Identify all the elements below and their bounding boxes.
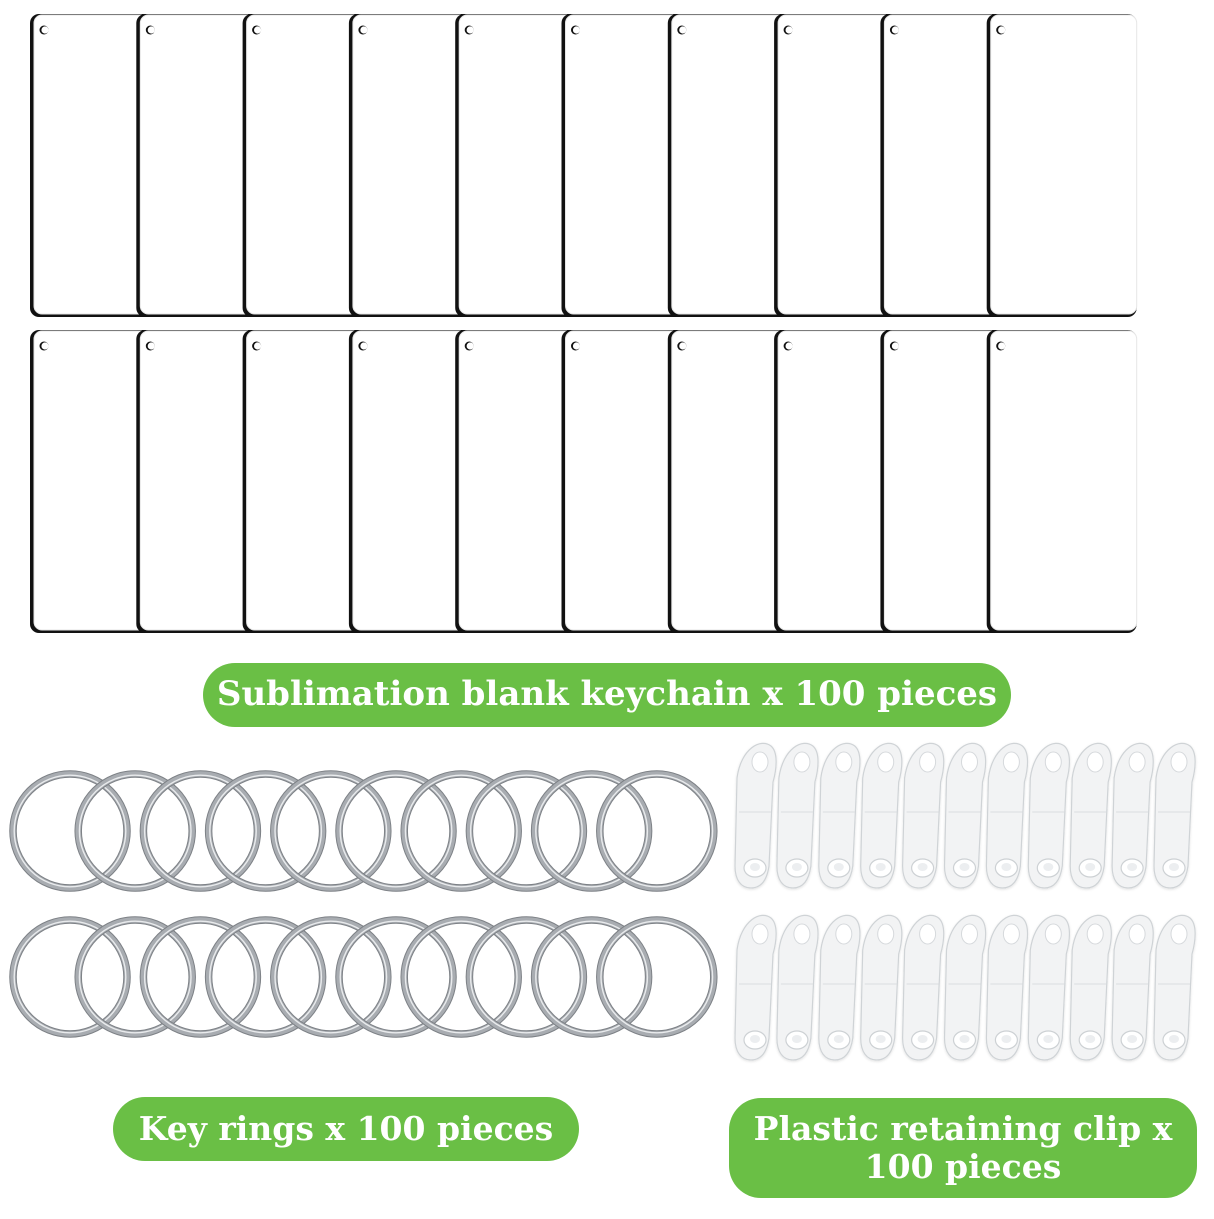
retaining-clip-icon xyxy=(860,742,903,889)
retaining-clip-icon xyxy=(818,914,861,1061)
retaining-clip-icon xyxy=(943,914,987,1061)
retaining-clip-icon xyxy=(734,914,777,1061)
key-ring-icon xyxy=(9,770,131,892)
retaining-clip-icon xyxy=(1153,742,1196,889)
key-ring-icon xyxy=(400,770,522,892)
blank-keychain-icon xyxy=(986,330,1138,633)
retaining-clip-icon xyxy=(776,742,819,889)
key-ring-icon xyxy=(74,916,196,1038)
retaining-clip-icon xyxy=(1027,742,1071,889)
retaining-clip-icon xyxy=(901,742,945,889)
retaining-clip-label: Plastic retaining clip x 100 pieces xyxy=(729,1098,1197,1198)
retaining-clip-icon xyxy=(1111,914,1154,1061)
key-ring-icon xyxy=(270,770,392,892)
retaining-clip-icon xyxy=(1027,914,1071,1061)
key-ring-icon xyxy=(465,770,588,892)
retaining-clip-icon xyxy=(1069,742,1112,889)
key-ring-icon xyxy=(400,916,522,1038)
retaining-clip-icon xyxy=(901,914,945,1061)
key-ring-icon xyxy=(596,916,718,1038)
key-ring-icon xyxy=(204,916,327,1038)
retaining-clip-icon xyxy=(1153,914,1196,1061)
retaining-clip-icon xyxy=(985,742,1029,889)
key-ring-icon xyxy=(530,916,653,1038)
retaining-clip-icon xyxy=(818,742,861,889)
key-ring-icon xyxy=(335,916,457,1038)
retaining-clip-icon xyxy=(734,742,777,889)
key-ring-group xyxy=(9,770,718,1038)
retaining-clip-group xyxy=(734,742,1196,1061)
blank-keychain-group xyxy=(30,14,1138,633)
key-ring-icon xyxy=(596,770,718,892)
blank-keychain-label: Sublimation blank keychain x 100 pieces xyxy=(203,663,1011,727)
key-ring-icon xyxy=(9,916,131,1038)
key-ring-icon xyxy=(139,770,262,892)
key-ring-icon xyxy=(74,770,196,892)
retaining-clip-icon xyxy=(943,742,987,889)
key-ring-icon xyxy=(204,770,327,892)
retaining-clip-icon xyxy=(985,914,1029,1061)
key-ring-icon xyxy=(270,916,392,1038)
retaining-clip-icon xyxy=(1111,742,1154,889)
key-ring-label: Key rings x 100 pieces xyxy=(113,1097,579,1161)
retaining-clip-icon xyxy=(776,914,819,1061)
key-ring-icon xyxy=(465,916,588,1038)
blank-keychain-icon xyxy=(986,14,1138,317)
retaining-clip-icon xyxy=(860,914,903,1061)
retaining-clip-icon xyxy=(1069,914,1112,1061)
key-ring-icon xyxy=(139,916,262,1038)
key-ring-icon xyxy=(530,770,653,892)
key-ring-icon xyxy=(335,770,457,892)
